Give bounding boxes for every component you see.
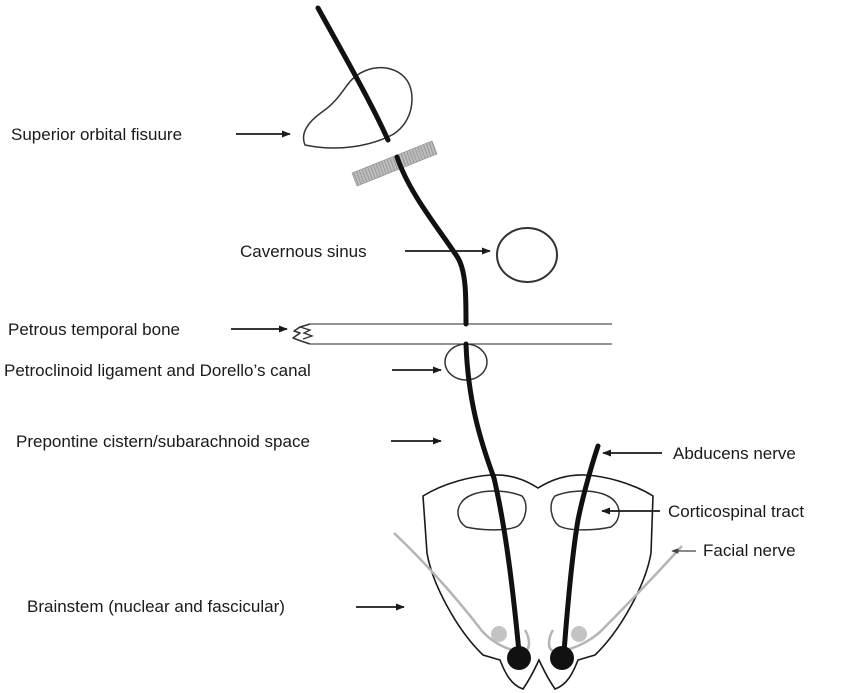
label-petrous-temporal-bone: Petrous temporal bone — [8, 320, 180, 339]
label-abducens-nerve: Abducens nerve — [673, 444, 796, 463]
label-superior-orbital-fissure: Superior orbital fisuure — [11, 125, 182, 144]
label-corticospinal-tract: Corticospinal tract — [668, 502, 804, 521]
label-prepontine-cistern: Prepontine cistern/subarachnoid space — [16, 432, 310, 451]
label-petroclinoid-ligament: Petroclinoid ligament and Dorello’s cana… — [4, 361, 311, 380]
label-cavernous-sinus: Cavernous sinus — [240, 242, 367, 261]
annulus-hatch-band — [352, 141, 437, 186]
nucleus-gray-right — [571, 626, 587, 642]
nucleus-gray-left — [491, 626, 507, 642]
label-facial-nerve: Facial nerve — [703, 541, 796, 560]
abducens-nucleus-left — [507, 646, 531, 670]
label-brainstem: Brainstem (nuclear and fascicular) — [27, 597, 285, 616]
cavernous-sinus-shape — [497, 228, 557, 282]
abducens-nerve-left-path-lower — [397, 157, 466, 324]
abducens-nerve-left-path — [318, 8, 388, 140]
abducens-nucleus-right — [550, 646, 574, 670]
